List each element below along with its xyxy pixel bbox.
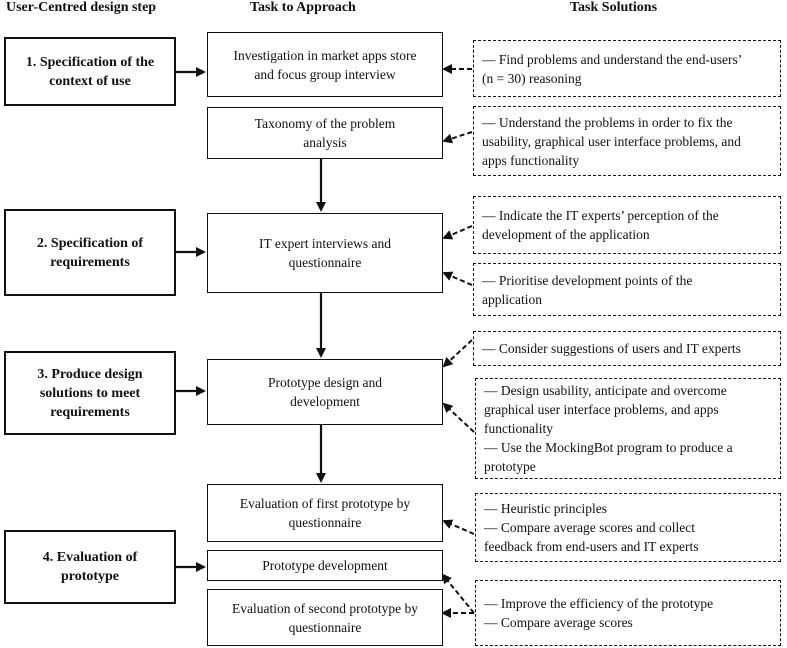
arrow-sol3-to-task3 (442, 225, 473, 240)
solution-box-7: — Heuristic principles — Compare average… (475, 493, 781, 562)
step-box-4: 4. Evaluation of prototype (4, 530, 176, 604)
solution-box-2: — Understand the problems in order to fi… (473, 106, 781, 176)
task-box-5: Evaluation of first prototype by questio… (207, 484, 443, 542)
solution-box-1: — Find problems and understand the end-u… (473, 40, 781, 97)
solution-box-8: — Improve the efficiency of the prototyp… (475, 580, 781, 646)
step-label-4: 4. Evaluation of prototype (42, 550, 138, 584)
task-box-6: Prototype development (207, 550, 443, 581)
arrow-sol4-to-task3 (442, 271, 473, 286)
arrow-sol6-to-task4 (442, 402, 475, 433)
arrow-sol5-to-task4 (442, 339, 473, 368)
step-box-2: 2. Specification of requirements (4, 209, 176, 296)
header-design-step: User-Centred design step (6, 0, 157, 15)
solution-box-5: — Consider suggestions of users and IT e… (473, 331, 781, 366)
solution-box-3: — Indicate the IT experts’ perception of… (473, 196, 781, 254)
step-label-1: 1. Specification of the context of use (25, 54, 155, 89)
step-label-2: 2. Specification of requirements (36, 235, 144, 270)
task-box-4: Prototype design and development (207, 359, 443, 425)
solution-box-6: — Design usability, anticipate and overc… (475, 378, 781, 479)
task-box-3: IT expert interviews and questionnaire (207, 213, 443, 293)
header-task-approach: Task to Approach (250, 0, 356, 15)
arrow-sol2-to-task2 (442, 131, 473, 144)
solution-box-4: — Prioritise development points of the a… (473, 263, 781, 316)
arrow-sol8-to-task6 (441, 573, 475, 614)
step-label-3: 3. Produce design solutions to meet requ… (37, 366, 143, 420)
task-box-1: Investigation in market apps store and f… (207, 32, 443, 97)
step-box-3: 3. Produce design solutions to meet requ… (4, 351, 176, 435)
task-box-2: Taxonomy of the problem analysis (207, 107, 443, 159)
header-task-solutions: Task Solutions (570, 0, 658, 15)
step-box-1: 1. Specification of the context of use (4, 37, 176, 106)
task-box-7: Evaluation of second prototype by questi… (207, 589, 443, 646)
arrow-sol7-to-task5 (442, 519, 475, 535)
